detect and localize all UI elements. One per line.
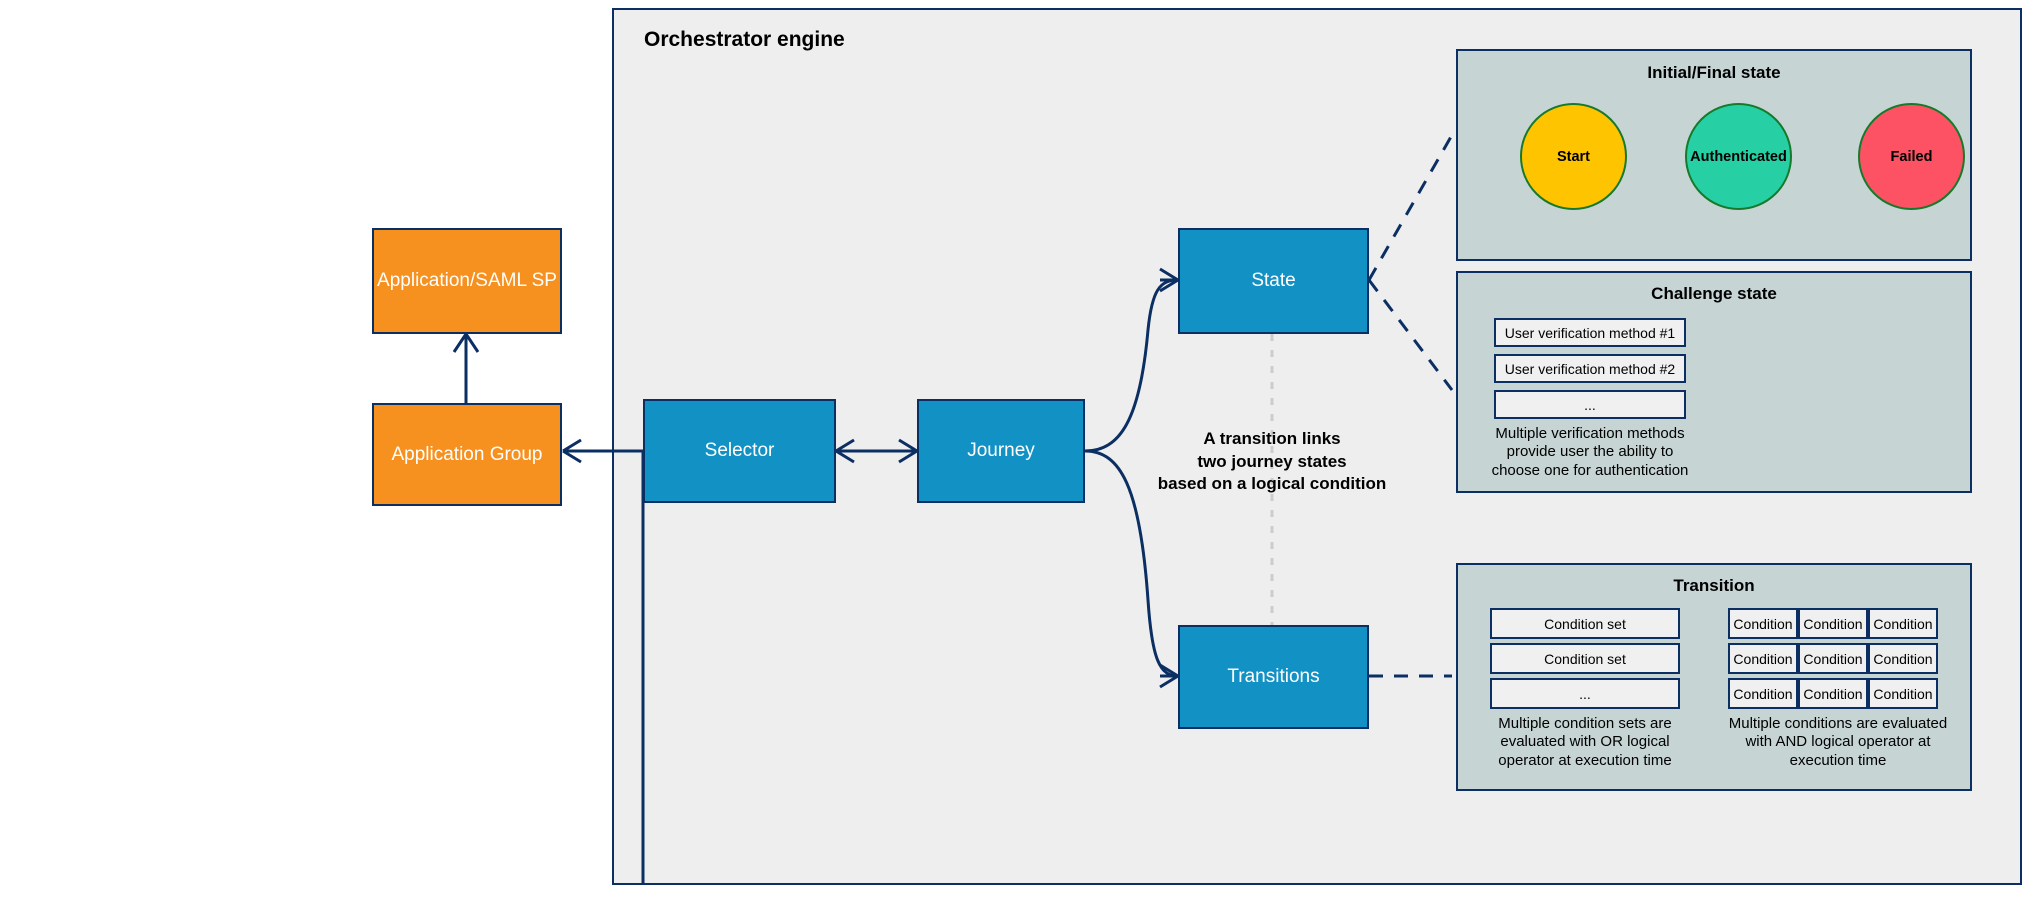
chip-label: Condition bbox=[1733, 615, 1793, 632]
condition-cell[interactable]: Condition bbox=[1868, 608, 1938, 639]
chip-label: User verification method #2 bbox=[1504, 360, 1676, 377]
chip-label: Condition bbox=[1873, 615, 1933, 632]
entity-label: Transitions bbox=[1227, 666, 1320, 687]
note-line: Multiple verification methods bbox=[1495, 425, 1685, 442]
entity-selector[interactable]: Selector bbox=[643, 399, 836, 503]
entity-transitions[interactable]: Transitions bbox=[1178, 625, 1369, 729]
verification-method-item[interactable]: ... bbox=[1494, 390, 1686, 419]
circle-label: Failed bbox=[1890, 148, 1933, 165]
note-line: based on a logical condition bbox=[1157, 474, 1387, 494]
panel-title: Initial/Final state bbox=[1647, 63, 1781, 82]
note-line: A transition links bbox=[1203, 429, 1341, 448]
note-line: execution time bbox=[1789, 751, 1887, 769]
panel-challenge-state: Challenge state User verification method… bbox=[1456, 271, 1972, 493]
condition-set-item[interactable]: Condition set bbox=[1490, 608, 1680, 639]
chip-label: Condition bbox=[1733, 685, 1793, 702]
note-line: Multiple condition sets are bbox=[1498, 715, 1672, 732]
chip-label: Condition bbox=[1803, 615, 1863, 632]
panel-title: Challenge state bbox=[1651, 284, 1777, 303]
entity-journey[interactable]: Journey bbox=[917, 399, 1085, 503]
note-line: provide user the ability to bbox=[1506, 443, 1674, 461]
entity-label: Application Group bbox=[391, 443, 543, 465]
state-circle-authenticated[interactable]: Authenticated bbox=[1685, 103, 1792, 210]
condition-cell[interactable]: Condition bbox=[1728, 678, 1798, 709]
note-line: operator at execution time bbox=[1498, 751, 1672, 769]
chip-label: Condition set bbox=[1544, 650, 1626, 667]
condition-set-item[interactable]: ... bbox=[1490, 678, 1680, 709]
conditions-note: Multiple conditions are evaluated with A… bbox=[1714, 715, 1962, 770]
page-title: Orchestrator engine bbox=[644, 28, 845, 51]
condition-set-item[interactable]: Condition set bbox=[1490, 643, 1680, 674]
entity-application-saml-sp[interactable]: Application/SAML SP bbox=[372, 228, 562, 334]
condition-cell[interactable]: Condition bbox=[1868, 643, 1938, 674]
entity-label: Application/SAML SP bbox=[377, 270, 557, 291]
condition-set-note: Multiple condition sets are evaluated wi… bbox=[1472, 715, 1698, 770]
chip-label: Condition bbox=[1733, 650, 1793, 667]
condition-cell[interactable]: Condition bbox=[1798, 678, 1868, 709]
condition-cell[interactable]: Condition bbox=[1798, 643, 1868, 674]
condition-cell[interactable]: Condition bbox=[1798, 608, 1868, 639]
note-line: with AND logical operator at bbox=[1745, 733, 1931, 751]
entity-label: Journey bbox=[967, 440, 1035, 461]
circle-label: Start bbox=[1556, 148, 1591, 165]
entity-label: Selector bbox=[704, 440, 775, 461]
note-line: choose one for authentication bbox=[1491, 461, 1689, 479]
chip-label: Condition bbox=[1873, 650, 1933, 667]
state-circle-start[interactable]: Start bbox=[1520, 103, 1627, 210]
challenge-state-note: Multiple verification methods provide us… bbox=[1474, 425, 1706, 480]
verification-method-item[interactable]: User verification method #2 bbox=[1494, 354, 1686, 383]
chip-label: Condition bbox=[1803, 685, 1863, 702]
condition-cell[interactable]: Condition bbox=[1728, 643, 1798, 674]
condition-cell[interactable]: Condition bbox=[1868, 678, 1938, 709]
condition-cell[interactable]: Condition bbox=[1728, 608, 1798, 639]
panel-title: Transition bbox=[1673, 576, 1755, 595]
note-line: two journey states bbox=[1197, 451, 1347, 471]
state-circle-failed[interactable]: Failed bbox=[1858, 103, 1965, 210]
chip-label: User verification method #1 bbox=[1504, 324, 1676, 341]
entity-state[interactable]: State bbox=[1178, 228, 1369, 334]
chip-label: ... bbox=[1584, 396, 1596, 413]
panel-initial-final-state: Initial/Final state Start Authenticated … bbox=[1456, 49, 1972, 261]
transition-explanation-note: A transition links two journey states ba… bbox=[1152, 428, 1392, 496]
chip-label: Condition set bbox=[1544, 615, 1626, 632]
entity-application-group[interactable]: Application Group bbox=[372, 403, 562, 506]
entity-label: State bbox=[1251, 270, 1296, 291]
panel-transition: Transition Condition set Condition set .… bbox=[1456, 563, 1972, 791]
chip-label: ... bbox=[1579, 685, 1591, 702]
note-line: evaluated with OR logical bbox=[1500, 733, 1670, 751]
verification-method-item[interactable]: User verification method #1 bbox=[1494, 318, 1686, 347]
chip-label: Condition bbox=[1803, 650, 1863, 667]
note-line: Multiple conditions are evaluated bbox=[1728, 715, 1948, 732]
circle-label: Authenticated bbox=[1690, 148, 1787, 165]
chip-label: Condition bbox=[1873, 685, 1933, 702]
